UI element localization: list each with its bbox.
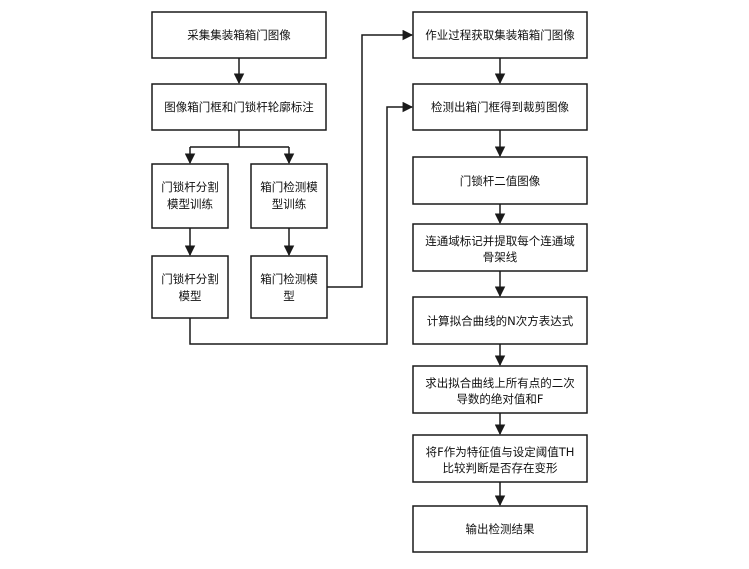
node-lock-model: 门锁杆分割 模型: [151, 255, 229, 319]
node-compare-label-2: 比较判断是否存在变形: [443, 461, 558, 475]
node-lock-train: 门锁杆分割 模型训练: [151, 163, 229, 229]
node-compare: 将F作为特征值与设定阈值TH 比较判断是否存在变形: [412, 434, 588, 483]
node-collect-label: 采集集装箱箱门图像: [187, 28, 291, 42]
node-door-train-label-2: 型训练: [272, 197, 307, 211]
node-output-label: 输出检测结果: [466, 522, 535, 536]
node-skeleton-label-1: 连通域标记并提取每个连通域: [425, 234, 575, 248]
node-detect-crop-label: 检测出箱门框得到裁剪图像: [431, 100, 569, 114]
node-output: 输出检测结果: [412, 505, 588, 553]
node-skeleton-label-2: 骨架线: [483, 250, 518, 264]
node-door-train-label-1: 箱门检测模: [260, 180, 318, 194]
node-door-model: 箱门检测模 型: [250, 255, 328, 319]
edge-door-model-to-detect: [327, 29, 414, 288]
node-capture: 作业过程获取集装箱箱门图像: [412, 11, 588, 59]
node-door-model-label-1: 箱门检测模: [260, 272, 318, 286]
node-derivative-label-2: 导数的绝对值和F: [456, 392, 543, 406]
node-annotate: 图像箱门框和门锁杆轮廓标注: [151, 83, 327, 131]
node-lock-model-label-1: 门锁杆分割: [161, 272, 219, 286]
node-fit-label: 计算拟合曲线的N次方表达式: [427, 314, 574, 328]
node-collect: 采集集装箱箱门图像: [151, 11, 327, 59]
node-lock-train-label-1: 门锁杆分割: [161, 180, 219, 194]
node-derivative: 求出拟合曲线上所有点的二次 导数的绝对值和F: [412, 365, 588, 414]
node-binary: 门锁杆二值图像: [412, 156, 588, 205]
node-derivative-label-1: 求出拟合曲线上所有点的二次: [425, 376, 575, 390]
node-binary-label: 门锁杆二值图像: [460, 174, 541, 188]
node-detect-crop: 检测出箱门框得到裁剪图像: [412, 83, 588, 131]
node-door-model-label-2: 型: [283, 289, 295, 303]
node-compare-label-1: 将F作为特征值与设定阈值TH: [426, 445, 575, 459]
node-door-train: 箱门检测模 型训练: [250, 163, 328, 229]
edge-lock-model-to-detect: [189, 101, 414, 345]
node-capture-label: 作业过程获取集装箱箱门图像: [425, 28, 575, 42]
node-fit: 计算拟合曲线的N次方表达式: [412, 296, 588, 345]
edge-annotate-split: [190, 130, 289, 148]
node-annotate-label: 图像箱门框和门锁杆轮廓标注: [164, 100, 314, 114]
node-lock-model-label-2: 模型: [179, 289, 202, 303]
node-skeleton: 连通域标记并提取每个连通域 骨架线: [412, 223, 588, 272]
node-lock-train-label-2: 模型训练: [167, 197, 213, 211]
